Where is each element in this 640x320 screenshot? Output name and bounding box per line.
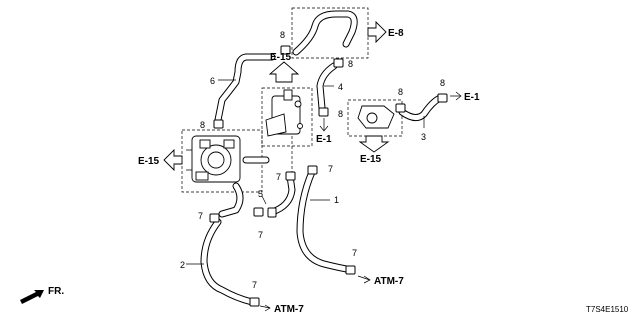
clamp-8f[interactable] [437,93,448,103]
ref-e1-right: E-1 [464,92,480,103]
clamp-7a[interactable] [285,171,296,181]
label-7c: 7 [198,211,203,221]
water-outlet[interactable] [265,89,303,137]
clamp-7b[interactable] [307,165,318,175]
label-7b: 7 [328,164,333,174]
label-4: 4 [338,82,343,92]
clamp-7d[interactable] [253,207,264,217]
ref-e8: E-8 [388,28,404,39]
label-8a: 8 [280,30,285,40]
arrow-e15-left [163,148,183,172]
label-7d: 7 [258,230,263,240]
arrow-e1-mid [319,118,329,132]
clamp-7f[interactable] [249,297,260,307]
clamp-8a[interactable] [280,45,291,55]
label-8c: 8 [200,120,205,130]
clamp-7e[interactable] [345,265,356,275]
diagram-code: T7S4E1510 [586,305,629,314]
label-8e: 8 [398,87,403,97]
label-7e: 7 [352,248,357,258]
ref-e15-top: E-15 [270,52,292,63]
clamp-5[interactable] [267,207,277,218]
label-7f: 7 [252,280,257,290]
hose-top[interactable] [292,10,358,56]
front-arrow-icon [20,290,44,304]
ref-e1-mid: E-1 [316,134,332,145]
hose-2[interactable] [200,218,256,306]
clamp-8e[interactable] [395,103,406,113]
group-box-center [261,87,313,147]
hose-1[interactable] [296,168,356,274]
clamp-8d[interactable] [318,107,329,117]
ref-atm7-bottom: ATM-7 [274,304,304,315]
clamp-8b[interactable] [333,58,344,68]
arrow-e1-right [450,91,462,101]
label-5: 5 [258,189,263,199]
arrow-atm7-bottom [259,304,271,312]
hose-4[interactable] [316,62,338,112]
label-6: 6 [210,76,215,86]
hose-6[interactable] [214,53,276,124]
throttle-body[interactable] [186,135,241,183]
label-8d: 8 [338,109,343,119]
arrow-e15-right [358,135,390,153]
arrow-e8 [367,20,387,44]
leader-5 [261,195,267,205]
arrow-e15-top [268,61,300,83]
clamp-8c[interactable] [213,119,224,129]
front-label: FR. [48,286,64,297]
ref-atm7-right: ATM-7 [374,276,404,287]
hose-throttle-link[interactable] [218,156,270,218]
label-3: 3 [421,132,426,142]
bypass-connector[interactable] [357,105,395,129]
hose-5[interactable] [268,172,296,216]
ref-e15-right: E-15 [360,154,382,165]
label-8b: 8 [348,59,353,69]
clamp-7c[interactable] [209,213,220,223]
label-8f: 8 [440,78,445,88]
label-7a: 7 [276,172,281,182]
label-2: 2 [180,260,185,270]
hose-3[interactable] [398,94,444,121]
ref-e15-left: E-15 [138,156,160,167]
arrow-atm7-right [357,275,371,284]
label-1: 1 [334,195,339,205]
